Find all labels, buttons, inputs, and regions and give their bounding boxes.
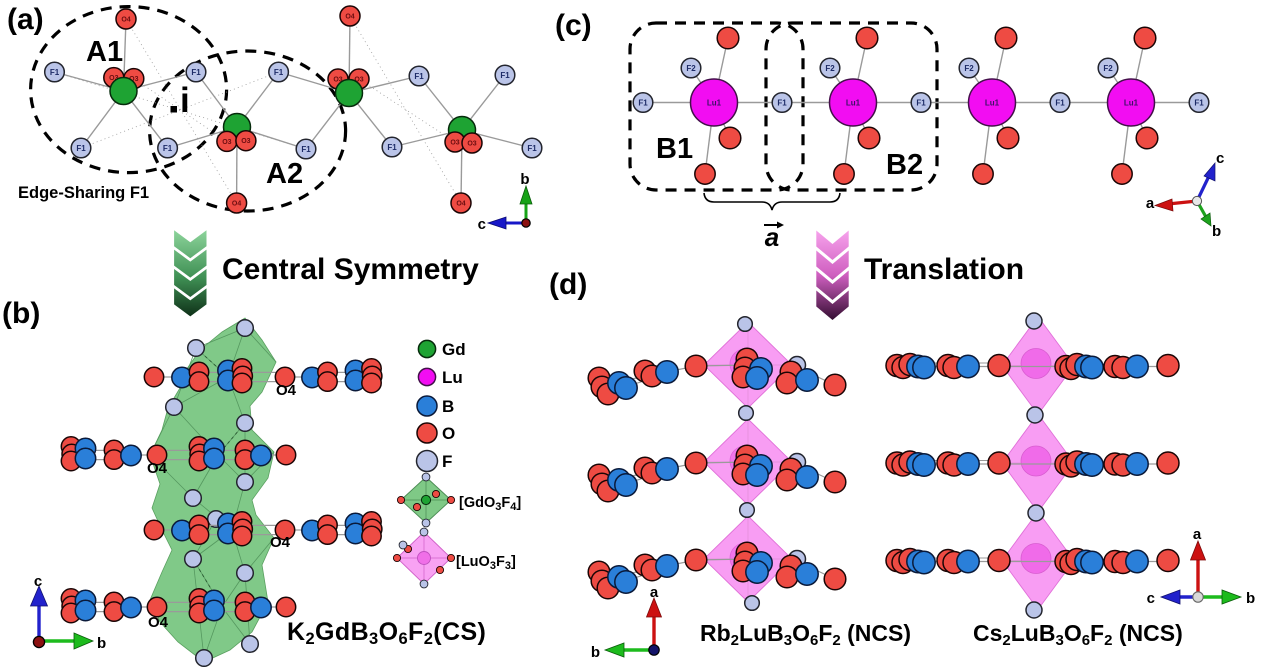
- svg-text:b: b: [591, 644, 600, 661]
- svg-text:Translation: Translation: [864, 253, 1024, 286]
- svg-text:Central Symmetry: Central Symmetry: [222, 253, 479, 286]
- svg-text:Lu: Lu: [442, 368, 463, 387]
- svg-text:F: F: [442, 452, 452, 471]
- svg-text:O3: O3: [333, 77, 342, 84]
- svg-text:(d): (d): [549, 268, 587, 301]
- svg-text:F2: F2: [686, 64, 696, 73]
- svg-text:(c): (c): [555, 9, 592, 42]
- svg-text:F1: F1: [76, 144, 86, 153]
- svg-text:F1: F1: [1194, 98, 1204, 107]
- svg-text:F1: F1: [916, 98, 926, 107]
- svg-text:Lu1: Lu1: [707, 98, 722, 107]
- svg-text:c: c: [34, 573, 42, 590]
- svg-text:O: O: [442, 424, 455, 443]
- svg-text:F1: F1: [638, 98, 648, 107]
- svg-text:c: c: [1216, 150, 1224, 167]
- svg-text:F1: F1: [50, 68, 60, 77]
- svg-text:B: B: [442, 397, 454, 416]
- svg-text:b: b: [1246, 590, 1255, 607]
- svg-text:A2: A2: [266, 158, 303, 190]
- svg-text:O3: O3: [467, 141, 476, 148]
- svg-text:O4: O4: [345, 14, 354, 21]
- svg-text:F1: F1: [301, 145, 311, 154]
- svg-text:B1: B1: [656, 133, 693, 165]
- svg-text:O4: O4: [232, 201, 241, 208]
- svg-text:F2: F2: [964, 64, 974, 73]
- svg-text:O4: O4: [276, 382, 297, 399]
- svg-text:B2: B2: [886, 149, 923, 181]
- svg-text:i: i: [180, 81, 190, 120]
- svg-text:O4: O4: [121, 17, 130, 24]
- svg-text:F1: F1: [777, 98, 787, 107]
- svg-text:F1: F1: [414, 72, 424, 81]
- svg-text:A1: A1: [86, 36, 123, 68]
- svg-text:c: c: [478, 216, 486, 233]
- svg-text:O4: O4: [270, 534, 291, 551]
- svg-text:F1: F1: [527, 144, 537, 153]
- svg-text:F1: F1: [191, 68, 201, 77]
- svg-text:Cs2LuB3O6F2 (NCS): Cs2LuB3O6F2 (NCS): [973, 620, 1183, 649]
- svg-text:(a): (a): [7, 3, 44, 36]
- svg-text:[LuO3F3]: [LuO3F3]: [456, 554, 516, 572]
- svg-text:F1: F1: [274, 68, 284, 77]
- svg-text:F1: F1: [387, 143, 397, 152]
- svg-text:F1: F1: [1055, 98, 1065, 107]
- svg-text:O3: O3: [450, 140, 459, 147]
- svg-text:O4: O4: [148, 614, 169, 631]
- svg-text:a: a: [1193, 526, 1202, 543]
- svg-text:F2: F2: [1103, 64, 1113, 73]
- svg-text:(b): (b): [2, 297, 40, 330]
- svg-text:O4: O4: [456, 201, 465, 208]
- svg-text:F1: F1: [163, 144, 173, 153]
- svg-text:Gd: Gd: [442, 340, 466, 359]
- svg-text:F1: F1: [500, 71, 510, 80]
- svg-text:O3: O3: [241, 138, 250, 145]
- svg-text:O4: O4: [147, 460, 168, 477]
- svg-text:[GdO3F4]: [GdO3F4]: [459, 495, 521, 513]
- svg-text:O3: O3: [354, 77, 363, 84]
- svg-text:Rb2LuB3O6F2 (NCS): Rb2LuB3O6F2 (NCS): [700, 620, 911, 649]
- svg-text:a: a: [1146, 195, 1155, 212]
- svg-text:Edge-Sharing F1: Edge-Sharing F1: [18, 184, 149, 202]
- svg-text:O3: O3: [109, 75, 118, 82]
- svg-text:O3: O3: [222, 139, 231, 146]
- svg-text:a: a: [765, 222, 779, 252]
- svg-text:F2: F2: [825, 64, 835, 73]
- svg-text:c: c: [1147, 590, 1155, 607]
- svg-text:Lu1: Lu1: [846, 98, 861, 107]
- svg-text:Lu1: Lu1: [1124, 98, 1139, 107]
- svg-text:b: b: [1212, 223, 1221, 240]
- svg-text:O3: O3: [129, 76, 138, 83]
- svg-text:b: b: [97, 635, 106, 652]
- svg-text:a: a: [650, 584, 659, 601]
- svg-text:K2GdB3O6F2(CS): K2GdB3O6F2(CS): [287, 618, 486, 648]
- svg-text:b: b: [520, 171, 529, 188]
- svg-text:Lu1: Lu1: [985, 98, 1000, 107]
